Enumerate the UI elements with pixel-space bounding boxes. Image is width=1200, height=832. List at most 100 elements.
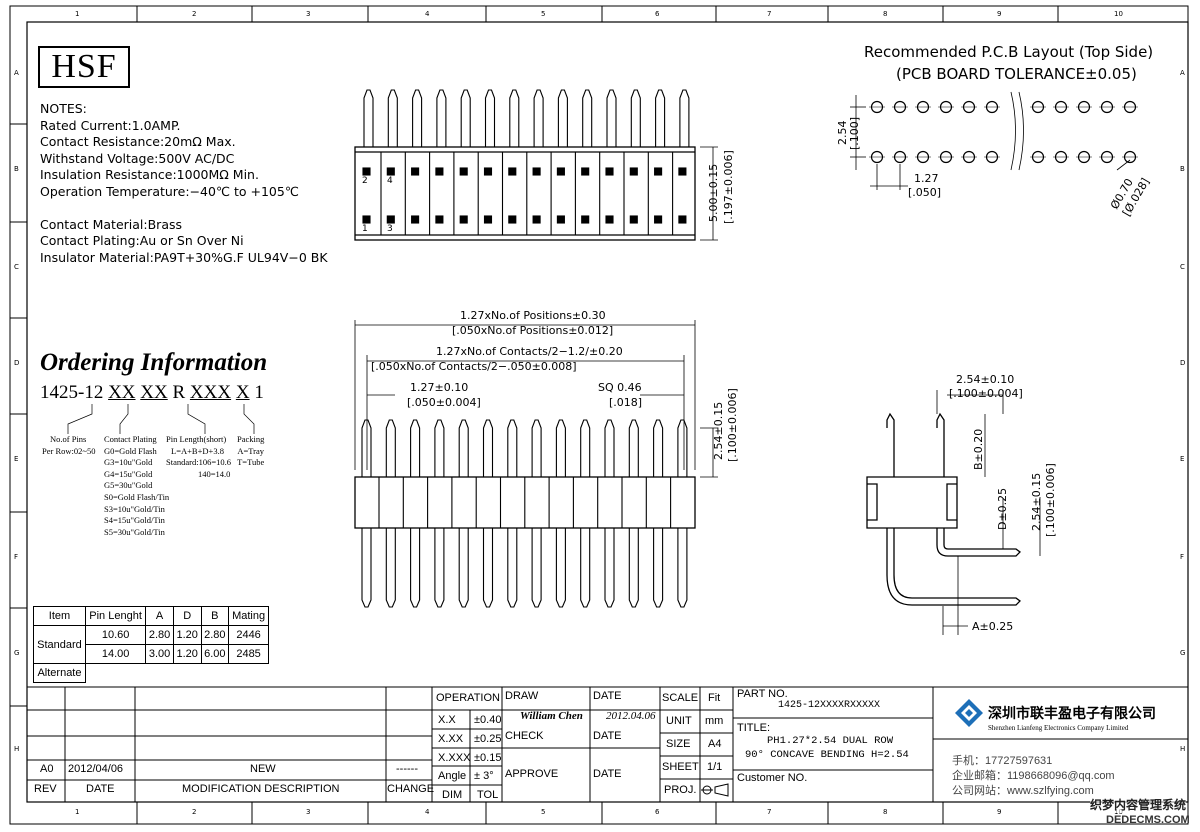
ord-text: Pin Length(short) xyxy=(166,434,227,444)
frame-row-letter: B xyxy=(1180,165,1185,173)
sheet-label: SHEET xyxy=(662,761,699,773)
front-pin xyxy=(653,419,664,477)
top-height: 5.00±0.15 xyxy=(707,163,720,222)
dim-height: 2.54±0.15 xyxy=(712,401,725,460)
table-cell: 2485 xyxy=(228,644,269,664)
company-logo xyxy=(955,699,983,727)
dim-height-in: [.100±0.006] xyxy=(726,388,739,462)
front-pin xyxy=(604,419,615,477)
frame-row-letter: A xyxy=(14,69,19,77)
rev-header: REV xyxy=(34,783,57,795)
ordering-title: Ordering Information xyxy=(40,349,268,376)
frame-col-number: 3 xyxy=(306,808,311,816)
dims-table: Item Pin Lenght A D B Mating Standard 10… xyxy=(33,606,269,683)
sheet-value: 1/1 xyxy=(707,761,723,773)
frame-col-number: 8 xyxy=(883,808,888,816)
date-label: DATE xyxy=(593,768,622,780)
desc-header: MODIFICATION DESCRIPTION xyxy=(182,783,340,795)
side-height-in: [.100±0.006] xyxy=(1044,463,1057,537)
code-part: R xyxy=(172,382,186,403)
top-pin xyxy=(412,89,423,147)
date-value: 2012/04/06 xyxy=(68,763,124,775)
tol-val: ± 3° xyxy=(474,770,494,782)
rev-value: A0 xyxy=(40,763,54,775)
code-part: X xyxy=(235,382,250,403)
top-pin xyxy=(655,89,666,147)
ord-text: T=Tube xyxy=(237,457,265,468)
pcb-subtitle: (PCB BOARD TOLERANCE±0.05) xyxy=(896,65,1137,83)
th-b: B xyxy=(200,606,230,626)
pcb-pitch-h: 1.27 xyxy=(914,172,939,185)
frame-row-letter: G xyxy=(1180,649,1186,657)
ord-text: A=Tray xyxy=(237,445,265,456)
title-line1: PH1.27*2.54 DUAL ROW xyxy=(767,735,894,747)
size-value: A4 xyxy=(708,738,722,750)
front-pin xyxy=(385,419,396,477)
frame-row-letter: G xyxy=(14,649,20,657)
ordering-code: 1425-12 XX XX R XXX X 1 xyxy=(40,382,264,404)
front-pin xyxy=(482,419,494,477)
tol-key: X.XXX xyxy=(438,752,471,764)
size-label: SIZE xyxy=(666,738,691,750)
ord-text: S0=Gold Flash/Tin xyxy=(104,491,170,502)
tol-key: X.X xyxy=(438,714,456,726)
top-pin xyxy=(363,89,374,147)
note-line: Contact Resistance:20mΩ Max. xyxy=(40,134,236,149)
code-part: XX xyxy=(140,382,168,403)
table-cell: 2.80 xyxy=(145,625,174,645)
pcb-pitch-h-in: [.050] xyxy=(908,186,942,199)
ordering-packing: Packing A=Tray T=Tube xyxy=(237,434,264,469)
pin-num: 2 xyxy=(362,176,368,186)
table-cell: 2446 xyxy=(228,625,269,645)
watermark-en: DEDECMS.COM xyxy=(1106,814,1190,826)
dim-label: DIM xyxy=(442,789,463,801)
dim-contacts: 1.27xNo.of Contacts/2−1.2/±0.20 xyxy=(436,345,623,358)
top-pin xyxy=(606,89,617,147)
watermark-cn: 织梦内容管理系统 xyxy=(1090,796,1187,813)
drawer-signature: William Chen xyxy=(520,710,583,722)
top-pin xyxy=(582,89,593,147)
side-pitch-in: [.100±0.004] xyxy=(949,387,1023,400)
frame-col-number: 7 xyxy=(767,808,772,816)
frame-row-letter: D xyxy=(1180,359,1186,367)
fit-value: Fit xyxy=(708,692,721,704)
tol-val: ±0.25 xyxy=(474,733,502,745)
front-pin xyxy=(434,419,445,477)
th-a: A xyxy=(145,606,174,626)
hsf-logo: HSF xyxy=(38,46,130,88)
note-line: Contact Plating:Au or Sn Over Ni xyxy=(40,233,244,248)
proj-label: PROJ. xyxy=(664,784,697,796)
ordering-no-of-pins: No.of Pins Per Row:02~50 xyxy=(42,434,95,457)
part-no-label: PART NO. xyxy=(737,688,788,700)
front-pin xyxy=(410,419,421,477)
ord-text: S3=10u"Gold/Tin xyxy=(104,503,165,514)
note-line xyxy=(40,200,328,217)
note-line: Insulator Material:PA9T+30%G.F UL94V−0 B… xyxy=(40,249,328,265)
scale-label: SCALE xyxy=(662,692,699,704)
pin-num: 3 xyxy=(387,224,393,234)
front-pin xyxy=(531,419,542,477)
table-cell: 1.20 xyxy=(172,644,202,664)
top-pin xyxy=(679,89,690,147)
dim-pitch: 1.27±0.10 xyxy=(410,381,469,394)
ord-text: L=A+B+D+3.8 xyxy=(171,445,224,456)
top-pin xyxy=(509,89,520,147)
standard-label: Standard xyxy=(33,625,86,664)
dim-sq-in: [.018] xyxy=(609,396,643,409)
customer-no-label: Customer NO. xyxy=(737,772,808,784)
ord-text: No.of Pins xyxy=(50,434,87,444)
frame-col-number: 4 xyxy=(425,10,430,18)
frame-col-number: 6 xyxy=(655,10,660,18)
front-pin xyxy=(677,419,688,477)
table-cell: 10.60 xyxy=(84,625,147,645)
table-cell: 14.00 xyxy=(84,644,147,664)
top-pin xyxy=(630,89,641,147)
notes-block: NOTES: Rated Current:1.0AMP. Contact Res… xyxy=(40,101,328,266)
pcb-pitch-v-in: [.100] xyxy=(848,116,861,150)
approve-label: APPROVE xyxy=(505,768,559,780)
table-cell: 1.20 xyxy=(172,625,202,645)
ord-text: G3=10u"Gold xyxy=(104,457,153,468)
note-line: Insulation Resistance:1000MΩ Min. xyxy=(40,167,259,182)
pcb-title: Recommended P.C.B Layout (Top Side) xyxy=(864,43,1154,61)
frame-row-letter: H xyxy=(14,745,20,753)
